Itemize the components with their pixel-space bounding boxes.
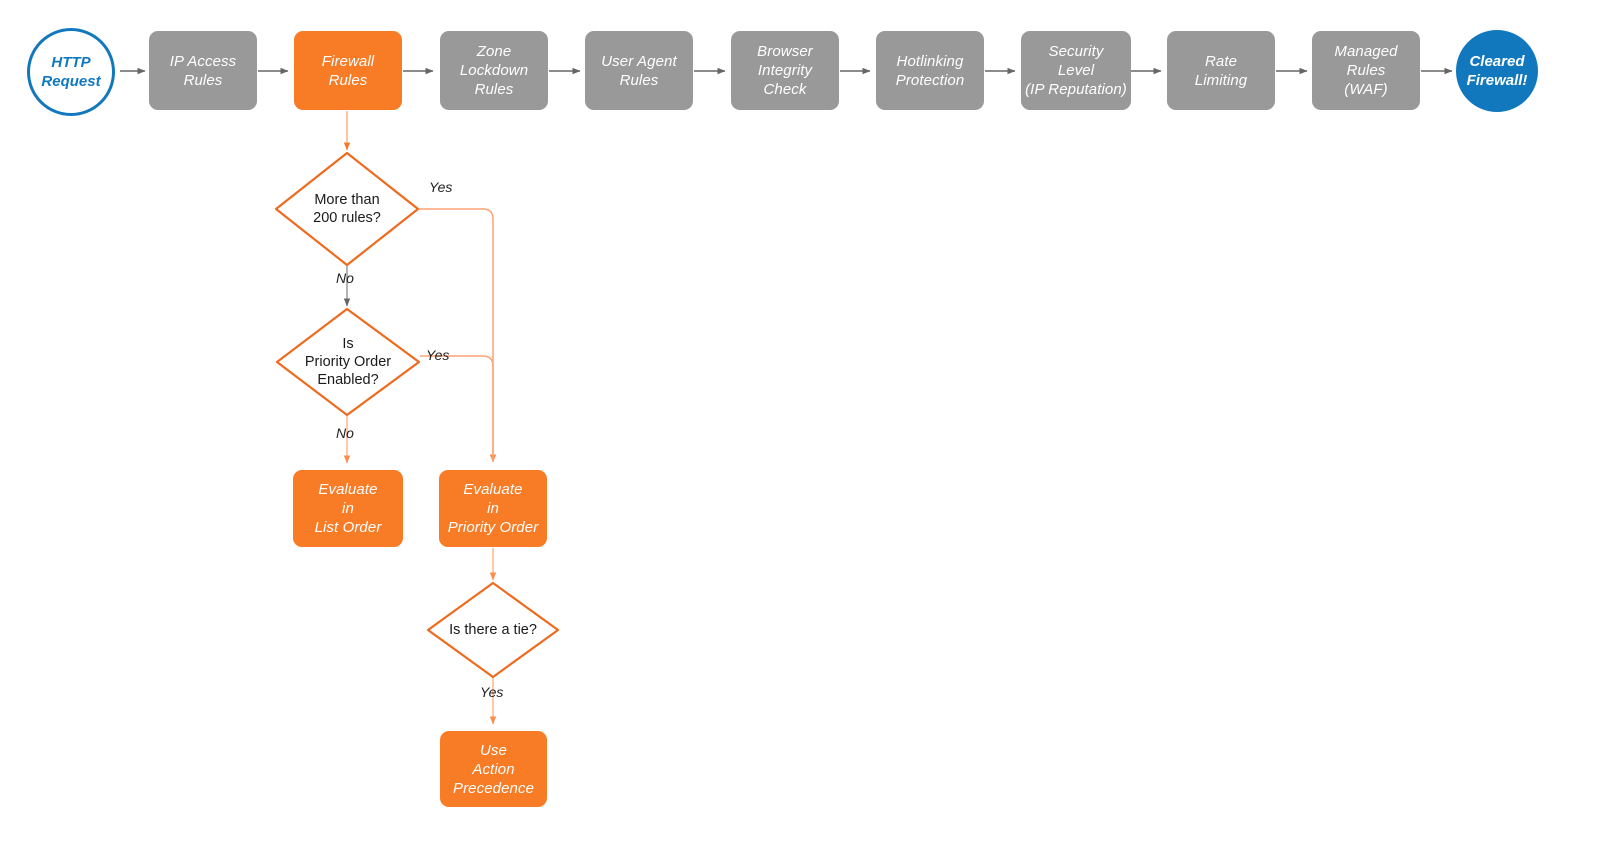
node-managed-rules-waf[interactable]: Managed Rules (WAF) [1312,31,1420,110]
node-label: Evaluate in Priority Order [447,481,539,536]
node-label: Hotlinking Protection [895,52,965,89]
edge-label-text: No [336,425,354,441]
node-label: Use Action Precedence [452,741,535,797]
node-evaluate-in-priority-order[interactable]: Evaluate in Priority Order [439,470,547,547]
node-label: Browser Integrity Check [757,43,813,98]
decision-text: Is Priority Order Enabled? [304,336,392,388]
node-label: Cleared Firewall! [1466,53,1528,89]
edge-decision1-yes [419,208,497,463]
edge-label-priority-order-yes: Yes [426,347,449,363]
edge-label-text: Yes [426,347,450,363]
node-label: Managed Rules (WAF) [1334,43,1398,98]
node-use-action-precedence[interactable]: Use Action Precedence [440,731,547,807]
node-label: Firewall Rules [321,52,375,89]
node-cleared-firewall[interactable]: Cleared Firewall! [1456,30,1538,112]
node-label: Zone Lockdown Rules [459,43,529,98]
edge-decision2-yes [420,355,494,462]
node-security-level[interactable]: Security Level (IP Reputation) [1021,31,1131,110]
edge-label-priority-order-no: No [336,425,354,441]
node-rate-limiting[interactable]: Rate Limiting [1167,31,1275,110]
edge-label-tie-yes: Yes [480,684,503,700]
node-hotlinking-protection[interactable]: Hotlinking Protection [876,31,984,110]
node-firewall-rules[interactable]: Firewall Rules [294,31,402,110]
edge-label-text: No [336,270,354,286]
decision-label-is-priority-order[interactable]: Is Priority Order Enabled? [277,325,419,399]
edge-label-more-than-200-yes: Yes [429,179,452,195]
decision-text: Is there a tie? [449,622,537,638]
node-evaluate-in-list-order[interactable]: Evaluate in List Order [293,470,403,547]
node-label: Rate Limiting [1194,52,1248,89]
node-label: HTTP Request [41,54,101,90]
node-http-request[interactable]: HTTP Request [27,28,115,116]
node-label: IP Access Rules [169,52,237,89]
decision-text: More than 200 rules? [313,192,381,226]
edge-label-text: Yes [429,179,453,195]
node-zone-lockdown-rules[interactable]: Zone Lockdown Rules [440,31,548,110]
node-label: Security Level (IP Reputation) [1025,43,1127,98]
decision-label-more-than-200-rules[interactable]: More than 200 rules? [277,181,417,237]
decision-label-is-there-a-tie[interactable]: Is there a tie? [428,618,558,642]
edge-label-more-than-200-no: No [336,270,354,286]
node-ip-access-rules[interactable]: IP Access Rules [149,31,257,110]
node-label: User Agent Rules [601,52,677,89]
node-label: Evaluate in List Order [314,481,382,536]
node-user-agent-rules[interactable]: User Agent Rules [585,31,693,110]
edge-label-text: Yes [480,684,504,700]
node-browser-integrity-check[interactable]: Browser Integrity Check [731,31,839,110]
